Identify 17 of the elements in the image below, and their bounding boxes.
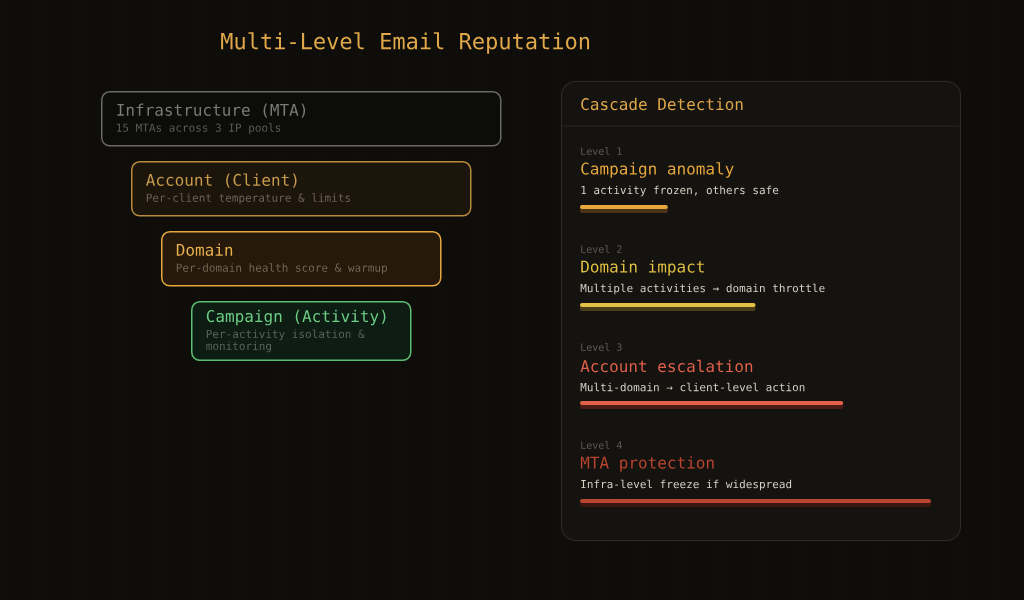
tier-box: Domain Per-domain health score & warmup: [161, 231, 442, 287]
level-heading: Domain impact: [581, 260, 704, 276]
level-description: 1 activity frozen, others safe: [581, 185, 779, 197]
title: Multi-Level Email Reputation: [221, 32, 590, 54]
tier-box: Campaign (Activity) Per-activity isolation & monitoring: [191, 301, 412, 361]
level-heading: Account escalation: [580, 359, 753, 373]
level-tag: Level 2: [581, 245, 622, 253]
tier-box: Infrastructure (MTA) 15 MTAs across 3 IP pools: [101, 91, 502, 147]
level-heading: MTA protection: [580, 456, 714, 472]
level-tag: Level 4: [581, 441, 622, 449]
level-tag: Level 1: [581, 147, 622, 155]
level-description: Multi-domain → client-level action: [580, 382, 805, 392]
level-description: Multiple activities → domain throttle: [580, 283, 825, 295]
level-description: Infra-level freeze if widespread: [581, 479, 792, 491]
level-heading: Campaign anomaly: [581, 162, 734, 178]
tier-box: Account (Client) Per-client temperature & limits: [131, 161, 472, 217]
level-tag: Level 3: [581, 343, 622, 351]
